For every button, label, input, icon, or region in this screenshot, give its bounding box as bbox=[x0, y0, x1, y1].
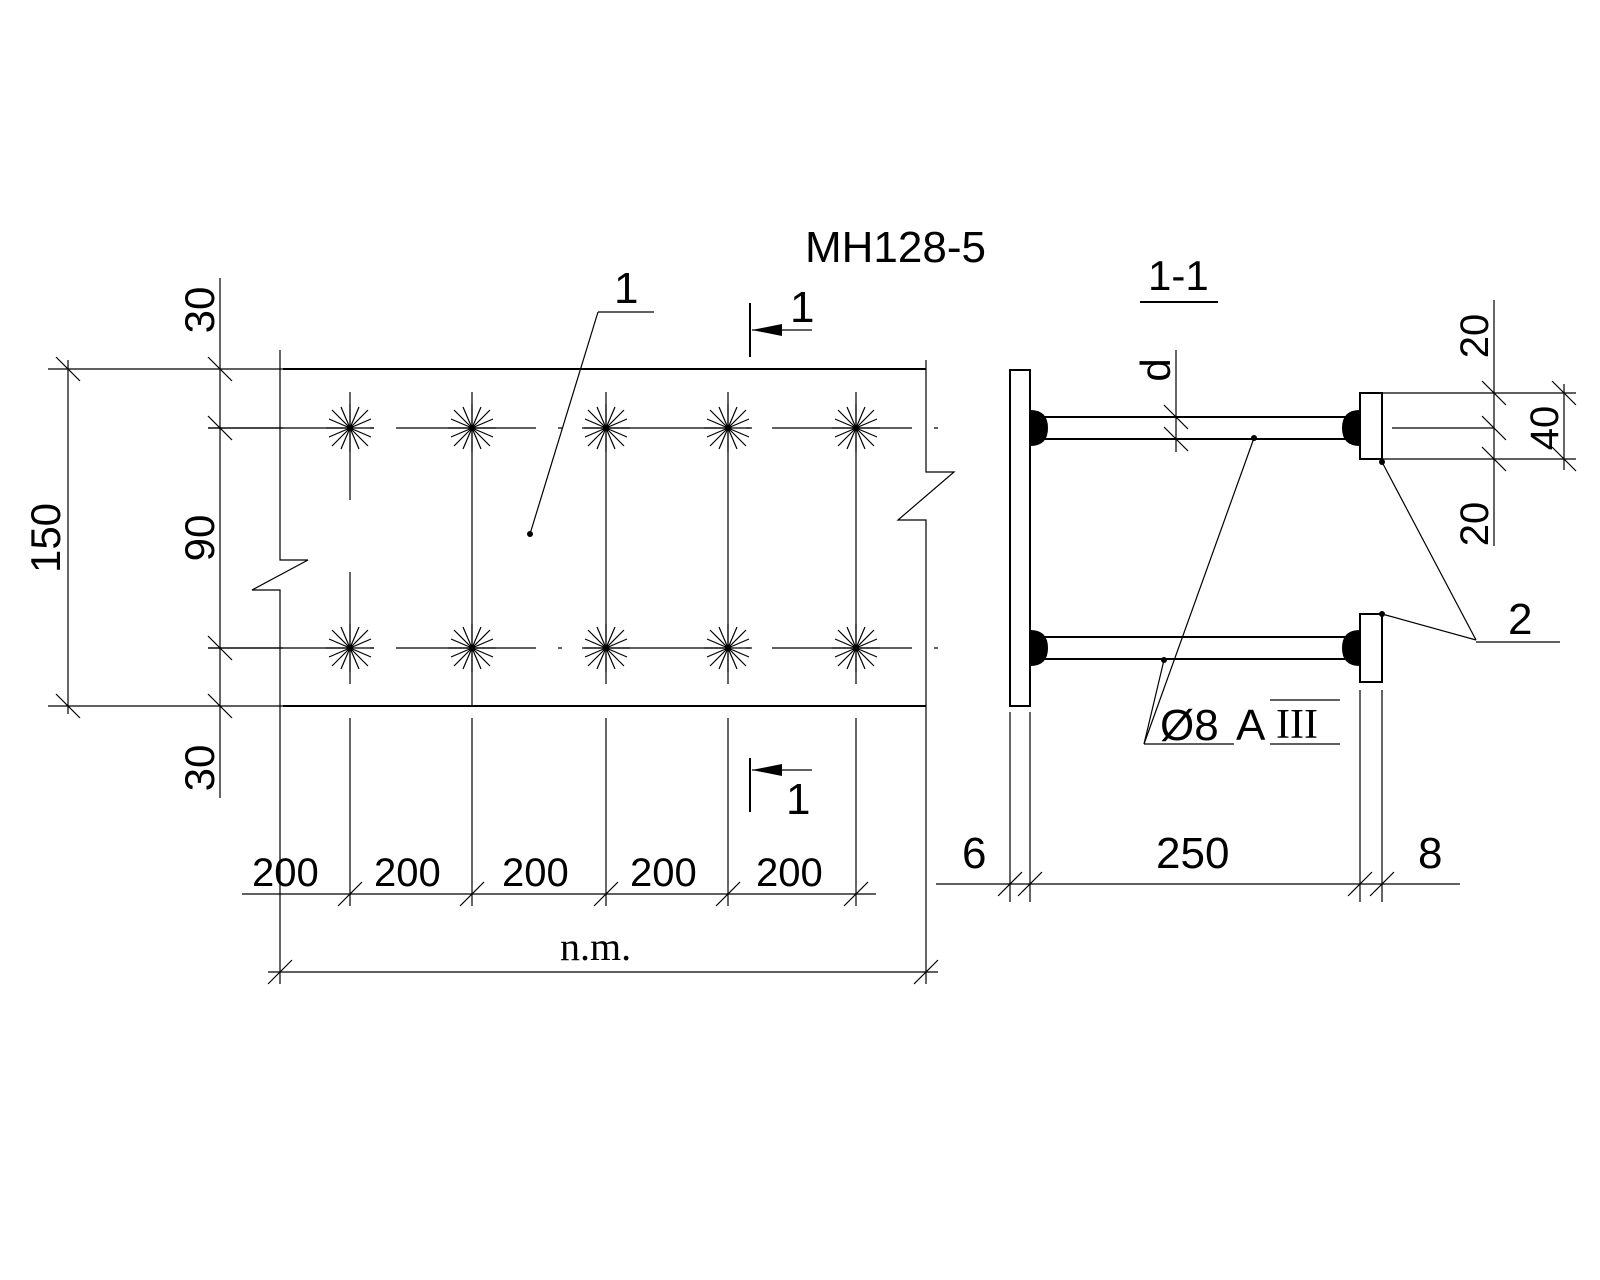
dim-tick bbox=[997, 871, 1023, 897]
anchor-plate-top bbox=[1359, 392, 1383, 460]
dim-tick bbox=[715, 881, 741, 907]
plan-view: 1 1 1 bbox=[208, 264, 960, 824]
dim-spacing-text: 200 bbox=[502, 851, 569, 895]
weld-bead bbox=[1030, 630, 1048, 666]
dim-anchor-top-text: 20 bbox=[1453, 314, 1497, 359]
right-break-line bbox=[896, 360, 956, 740]
dim-tick bbox=[337, 881, 363, 907]
section-view: d Ø8 A III 2 20 40 20 bbox=[936, 300, 1577, 902]
callout-1-dot bbox=[527, 531, 533, 537]
drawing-title: MH128-5 bbox=[805, 223, 986, 272]
weld-mark bbox=[326, 404, 374, 452]
section-cut-bottom-arrowhead bbox=[752, 764, 782, 776]
dim-tick bbox=[1347, 871, 1373, 897]
section-label: 1-1 bbox=[1148, 252, 1209, 299]
weld-mark bbox=[448, 404, 496, 452]
dim-plate-thickness-text: 6 bbox=[962, 829, 986, 878]
section-cut-bottom-label: 1 bbox=[786, 775, 810, 824]
dim-length-text: n.m. bbox=[560, 924, 631, 969]
weld-mark bbox=[704, 624, 752, 672]
left-break-line bbox=[251, 350, 309, 718]
callout-2-dot bbox=[1379, 459, 1385, 465]
dim-tick bbox=[1163, 426, 1189, 452]
weld-mark bbox=[326, 624, 374, 672]
dim-d-text: d bbox=[1132, 358, 1179, 381]
base-plate bbox=[1009, 369, 1031, 707]
dim-anchor-bottom-text: 20 bbox=[1453, 502, 1497, 547]
dim-spacing-text: 200 bbox=[252, 851, 319, 895]
rod-spec-leader-1 bbox=[1143, 437, 1255, 745]
dim-tick bbox=[207, 693, 233, 719]
dim-tick bbox=[1551, 446, 1577, 472]
rod-spec-leader-2 bbox=[1143, 659, 1165, 745]
dim-tick bbox=[207, 415, 233, 441]
weld-bead bbox=[1342, 630, 1360, 666]
dim-150-text: 150 bbox=[22, 503, 69, 573]
dim-tick bbox=[843, 881, 869, 907]
rod-top bbox=[1039, 416, 1351, 440]
rod-spec-class: A bbox=[1236, 701, 1266, 750]
dim-tick bbox=[207, 356, 233, 382]
dim-30-top-text: 30 bbox=[176, 287, 223, 334]
dim-tick bbox=[55, 693, 81, 719]
weld-bead bbox=[1030, 410, 1048, 446]
dim-spacing-text: 200 bbox=[374, 851, 441, 895]
callout-2-dot bbox=[1379, 611, 1385, 617]
callout-1-leader bbox=[529, 311, 599, 535]
plan-dimensions: 150 30 90 30 200 200 200 200 200 bbox=[22, 278, 939, 985]
rod-spec-grade: III bbox=[1276, 702, 1318, 748]
callout-2-leader-1 bbox=[1381, 461, 1477, 641]
callout-2-leader-2 bbox=[1381, 613, 1477, 641]
callout-2-label: 2 bbox=[1508, 595, 1532, 644]
dim-90-text: 90 bbox=[176, 515, 223, 562]
dim-rod-length-text: 250 bbox=[1156, 829, 1229, 878]
anchor-plate-bottom bbox=[1359, 613, 1383, 683]
weld-mark bbox=[582, 404, 630, 452]
weld-mark bbox=[832, 404, 880, 452]
weld-mark bbox=[448, 624, 496, 672]
rod-spec-dot bbox=[1251, 435, 1257, 441]
dim-tick bbox=[1017, 871, 1043, 897]
weld-mark bbox=[582, 624, 630, 672]
dim-tick bbox=[459, 881, 485, 907]
dim-anchor-height-text: 40 bbox=[1523, 406, 1567, 451]
dim-tick bbox=[1551, 380, 1577, 406]
section-cut-top-label: 1 bbox=[790, 283, 814, 332]
callout-1-label: 1 bbox=[614, 264, 638, 313]
weld-mark bbox=[832, 624, 880, 672]
dim-tick bbox=[913, 959, 939, 985]
dim-tick bbox=[1369, 871, 1395, 897]
dim-tick bbox=[55, 356, 81, 382]
dim-tick bbox=[207, 635, 233, 661]
dim-tick bbox=[1481, 380, 1507, 406]
rod-spec-dot bbox=[1161, 657, 1167, 663]
dim-spacing-text: 200 bbox=[756, 851, 823, 895]
dim-tick bbox=[593, 881, 619, 907]
dim-tick bbox=[1481, 446, 1507, 472]
weld-bead bbox=[1342, 410, 1360, 446]
dim-tick bbox=[1481, 415, 1507, 441]
dim-spacing-text: 200 bbox=[630, 851, 697, 895]
section-cut-top-arrowhead bbox=[752, 324, 782, 336]
dim-30-bottom-text: 30 bbox=[176, 745, 223, 792]
weld-mark bbox=[704, 404, 752, 452]
dim-anchor-thickness-text: 8 bbox=[1418, 829, 1442, 878]
rod-bottom bbox=[1039, 636, 1351, 660]
rod-spec-prefix: Ø8 bbox=[1160, 701, 1219, 750]
dim-tick bbox=[267, 959, 293, 985]
dim-tick bbox=[1163, 404, 1189, 430]
